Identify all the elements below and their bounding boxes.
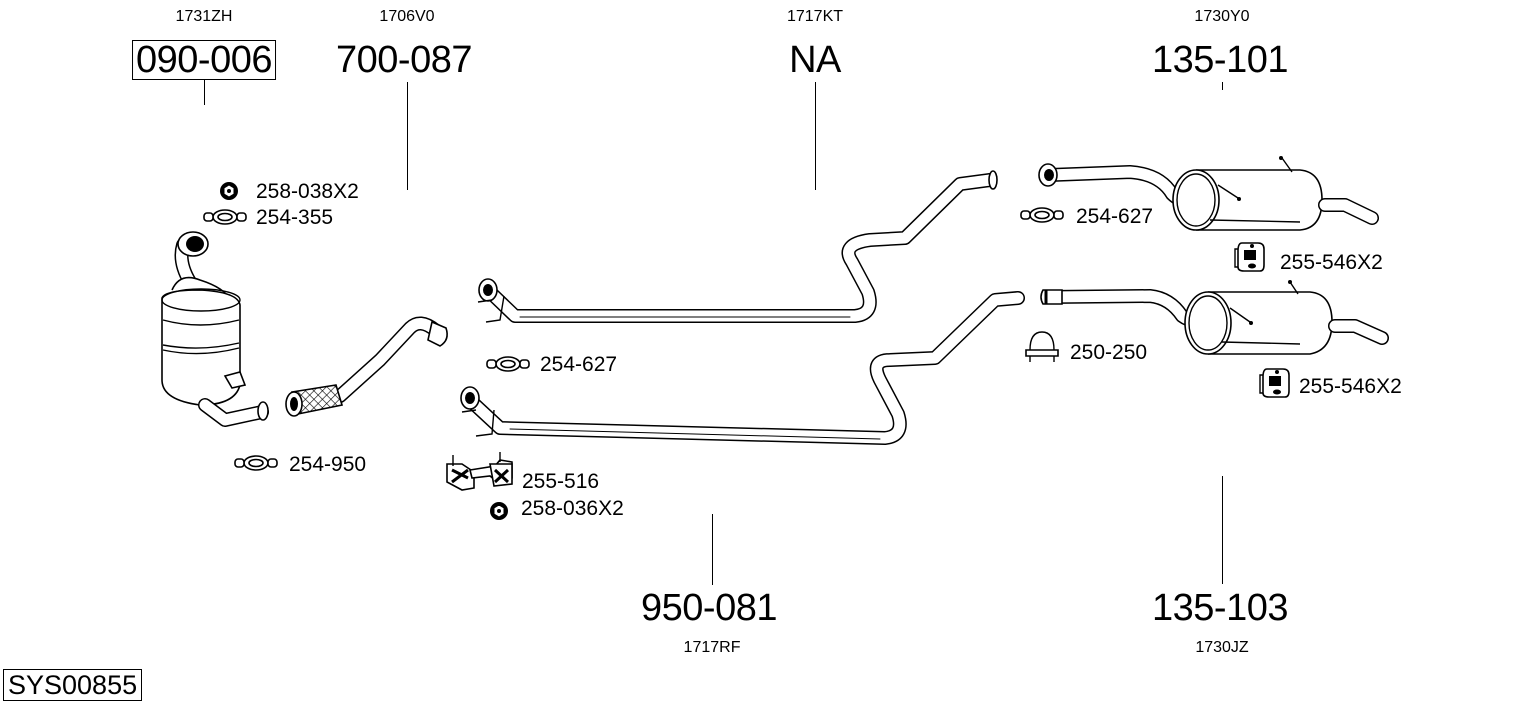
accessory-label[interactable]: 250-250: [1070, 341, 1148, 364]
accessory-label[interactable]: 254-627: [540, 353, 618, 376]
accessory-label[interactable]: 255-546X2: [1299, 375, 1402, 398]
pipe-clamp-icon: [1020, 207, 1064, 223]
rubber-mount-bracket-icon: [446, 452, 513, 491]
intermediate-pipe-upper: [477, 170, 998, 323]
accessory-label[interactable]: 258-036X2: [521, 497, 624, 520]
accessory-label[interactable]: 255-516: [522, 470, 600, 493]
part-number-label[interactable]: 135-103: [1152, 587, 1288, 629]
rubber-hanger-icon: [1234, 242, 1265, 272]
part-number-label[interactable]: 950-081: [641, 587, 777, 629]
part-number-label[interactable]: 090-006: [132, 40, 276, 80]
ref-code-label: 1717KT: [786, 8, 844, 25]
rubber-hanger-icon: [1259, 368, 1290, 398]
front-pipe-with-flex: [285, 316, 448, 417]
ref-code-label: 1730JZ: [1195, 639, 1249, 656]
accessory-label[interactable]: 258-038X2: [256, 180, 359, 203]
accessory-label[interactable]: 254-355: [256, 206, 334, 229]
flange-nut-icon: [489, 501, 509, 521]
leader-line: [407, 82, 409, 190]
diesel-particulate-filter: [161, 231, 269, 427]
ref-code-label: 1730Y0: [1194, 8, 1250, 25]
flange-nut-icon: [219, 181, 239, 201]
ref-code-label: 1706V0: [379, 8, 435, 25]
accessory-label[interactable]: 254-627: [1076, 205, 1154, 228]
u-bolt-clamp-icon: [1025, 331, 1059, 362]
leader-line: [712, 514, 714, 585]
accessory-label[interactable]: 254-950: [289, 453, 367, 476]
leader-line: [204, 80, 206, 105]
leader-line: [1222, 476, 1224, 584]
leader-line: [815, 82, 817, 190]
accessory-label[interactable]: 255-546X2: [1280, 251, 1383, 274]
part-number-label[interactable]: NA: [789, 39, 841, 81]
rear-silencer-upper: [1038, 156, 1379, 231]
rear-silencer-lower: [1040, 280, 1389, 355]
leader-line: [1222, 82, 1224, 90]
ref-code-label: 1717RF: [683, 639, 741, 656]
ref-code-label: 1731ZH: [175, 8, 233, 25]
pipe-clamp-icon: [234, 455, 278, 471]
intermediate-pipe-lower: [460, 291, 1025, 445]
part-number-label[interactable]: 135-101: [1152, 39, 1288, 81]
pipe-clamp-icon: [486, 356, 530, 372]
part-number-label[interactable]: 700-087: [336, 39, 472, 81]
pipe-clamp-icon: [203, 209, 247, 225]
system-id-label: SYS00855: [3, 669, 143, 701]
